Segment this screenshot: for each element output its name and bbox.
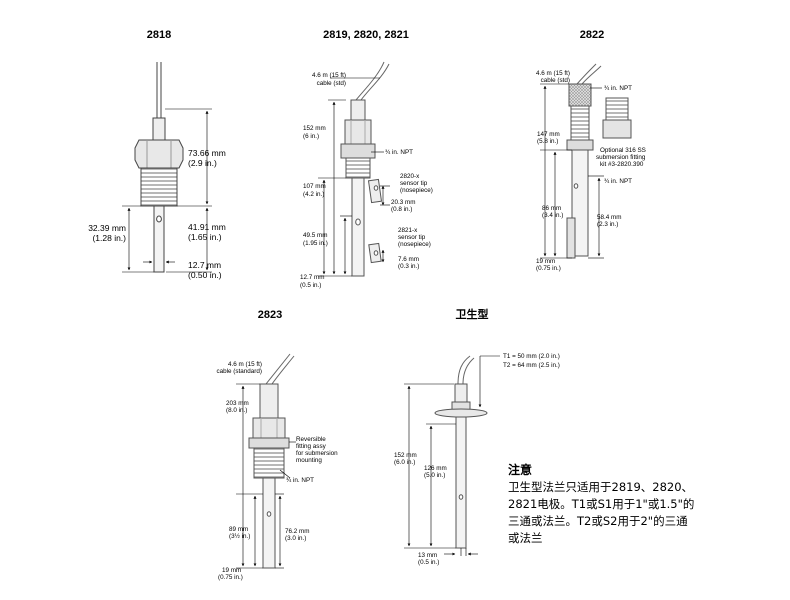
- label-2820-d20-in: (0.8 in.): [391, 206, 412, 213]
- label-2823-rev-2: fitting assy: [296, 443, 327, 450]
- label-2820-tip-1: 2820-x: [400, 173, 420, 180]
- sensor-2823: [248, 353, 295, 569]
- label-2822-d19-mm: 19 mm: [536, 258, 555, 265]
- label-2823-cable-2: cable (standard): [216, 368, 262, 375]
- label-2821-d7-in: (0.3 in.): [398, 263, 419, 270]
- label-sanitary-t2: T2 = 64 mm (2.5 in.): [503, 362, 560, 369]
- label-2821-tip-1: 2821-x: [398, 227, 418, 234]
- label-sanitary-d126-mm: 126 mm: [424, 465, 447, 472]
- label-sanitary-d152-mm: 152 mm: [394, 452, 417, 459]
- label-sanitary-t1: T1 = 50 mm (2.0 in.): [503, 353, 560, 360]
- label-2822-d19-in: (0.75 in.): [536, 265, 561, 272]
- label-2822-d147-in: (5.8 in.): [537, 138, 558, 145]
- label-2818-dim-left-in: (1.28 in.): [92, 233, 126, 243]
- sensor-sanitary: [434, 355, 488, 549]
- title-2823: 2823: [258, 309, 282, 321]
- label-2820-tip-3: (nosepiece): [400, 187, 433, 194]
- label-2818-dim-dia-in: (0.50 in.): [188, 270, 222, 280]
- label-2818-dim-mid-in: (1.65 in.): [188, 232, 222, 242]
- label-2819-d49-in: (1.95 in.): [303, 240, 328, 247]
- label-2823-d89-mm: 89 mm: [229, 526, 248, 533]
- label-2822-npt-bottom: ¾ in. NPT: [604, 178, 632, 185]
- label-2822-kit-1: Optional 316 SS: [600, 147, 646, 154]
- label-2818-dim-mid-mm: 41.91 mm: [188, 222, 226, 232]
- label-2819-cable-1: 4.6 m (15 ft): [312, 72, 346, 79]
- dimensions-2823: [236, 383, 296, 569]
- dimensions-2818: [122, 108, 212, 273]
- label-2822-d58-mm: 58.4 mm: [597, 214, 622, 221]
- label-2823-d19-in: (0.75 in.): [218, 574, 243, 581]
- label-2823-rev-3: for submersion: [296, 450, 338, 457]
- label-2822-kit-3: kit #3-2820.390: [600, 161, 644, 168]
- label-2822-d86-mm: 86 mm: [542, 205, 561, 212]
- label-2822-d147-mm: 147 mm: [537, 131, 560, 138]
- label-2819-d152-in: (6 in.): [303, 133, 319, 140]
- label-2822-d86-in: (3.4 in.): [542, 212, 563, 219]
- label-2819-npt: ¾ in. NPT: [385, 149, 413, 156]
- label-2819-d152-mm: 152 mm: [303, 125, 326, 132]
- dimensions-2819: [318, 77, 390, 277]
- label-2819-cable-2: cable (std): [317, 80, 346, 87]
- title-2819-2820-2821: 2819, 2820, 2821: [323, 29, 409, 41]
- label-2823-cable-1: 4.6 m (15 ft): [228, 361, 262, 368]
- label-2820-tip-2: sensor tip: [400, 180, 428, 187]
- title-2822: 2822: [580, 29, 604, 41]
- label-2822-cable-2: cable (std): [541, 77, 570, 84]
- dimensions-2822: [540, 83, 604, 259]
- label-2819-d12-mm: 12.7 mm: [300, 274, 325, 281]
- label-2822-npt-top: ¾ in. NPT: [604, 85, 632, 92]
- label-2823-d203-mm: 203 mm: [226, 400, 249, 407]
- label-2821-tip-3: (nosepiece): [398, 241, 431, 248]
- label-2818-dim-top-in: (2.9 in.): [188, 158, 217, 168]
- label-2818-dim-left-mm: 32.39 mm: [88, 223, 126, 233]
- label-2818-dim-top-mm: 73.66 mm: [188, 148, 226, 158]
- sensor-2819: [340, 61, 390, 277]
- label-2822-cable-1: 4.6 m (15 ft): [536, 70, 570, 77]
- label-2818-dim-dia-mm: 12.7 mm: [188, 260, 221, 270]
- label-sanitary-d152-in: (6.0 in.): [394, 459, 415, 466]
- label-2823-rev-4: mounting: [296, 457, 322, 464]
- label-2819-d12-in: (0.5 in.): [300, 282, 321, 289]
- label-2823-npt: ¾ in. NPT: [286, 477, 314, 484]
- label-2822-d58-in: (2.3 in.): [597, 221, 618, 228]
- label-sanitary-d13-mm: 13 mm: [418, 552, 437, 559]
- label-2823-rev-1: Reversible: [296, 436, 326, 443]
- label-2822-kit-2: submersion fitting: [596, 154, 646, 161]
- label-2823-d19-mm: 19 mm: [222, 567, 241, 574]
- label-sanitary-d126-in: (5.0 in.): [424, 472, 445, 479]
- note-body: 卫生型法兰只适用于2819、2820、 2821电极。T1或S1用于1"或1.5…: [508, 480, 695, 545]
- label-2819-d49-mm: 49.5 mm: [303, 232, 328, 239]
- label-2823-d76-in: (3.0 in.): [285, 535, 306, 542]
- label-2823-d203-in: (8.0 in.): [226, 407, 247, 414]
- note-box: 注意 卫生型法兰只适用于2819、2820、 2821电极。T1或S1用于1"或…: [508, 462, 778, 547]
- label-2819-d107-in: (4.2 in.): [303, 191, 324, 198]
- title-sanitary: 卫生型: [456, 307, 489, 321]
- label-sanitary-d13-in: (0.5 in.): [418, 559, 439, 566]
- title-2818: 2818: [147, 29, 171, 41]
- dimensions-sanitary: [404, 355, 500, 556]
- sensor-2822: [566, 63, 632, 259]
- label-2823-d76-mm: 76.2 mm: [285, 528, 310, 535]
- label-2823-d89-in: (3½ in.): [229, 532, 250, 540]
- label-2819-d107-mm: 107 mm: [303, 183, 326, 190]
- label-2820-d20-mm: 20.3 mm: [391, 199, 416, 206]
- note-title: 注意: [508, 463, 533, 477]
- label-2821-d7-mm: 7.6 mm: [398, 256, 419, 263]
- label-2821-tip-2: sensor tip: [398, 234, 426, 241]
- sensor-2818: [134, 62, 184, 273]
